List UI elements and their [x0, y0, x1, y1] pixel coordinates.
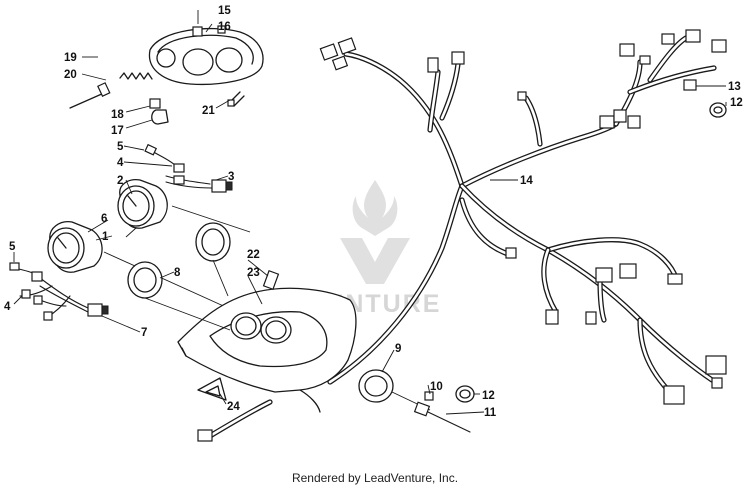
callout-24: 24 [227, 401, 240, 413]
retaining-ring-upper [709, 102, 727, 118]
callout-12-lower: 12 [482, 390, 495, 402]
harness-connectors [319, 29, 727, 405]
render-credit: Rendered by LeadVenture, Inc. [291, 471, 459, 485]
callout-11: 11 [484, 407, 497, 419]
bulb-sockets [149, 91, 245, 125]
warning-label [197, 377, 227, 401]
callout-19: 19 [64, 52, 77, 64]
ignition-key-cable [413, 401, 471, 433]
callout-18: 18 [111, 109, 124, 121]
callout-4-lower: 4 [4, 301, 11, 313]
dash-sub-harness [197, 399, 273, 442]
instrument-cluster-housing [148, 25, 264, 86]
callout-15: 15 [218, 5, 231, 17]
callout-1: 1 [102, 231, 109, 243]
speedometer-gauge [117, 179, 251, 233]
callout-5-lower: 5 [9, 241, 16, 253]
callout-21: 21 [202, 105, 215, 117]
callout-20: 20 [64, 69, 77, 81]
gauge-pigtail-top [144, 143, 233, 193]
callout-13: 13 [728, 81, 741, 93]
callout-5-upper: 5 [117, 141, 124, 153]
callout-labels: 15 16 19 20 18 17 21 5 4 3 2 6 1 5 4 7 8… [4, 5, 743, 419]
leadventure-flame-logo-icon [340, 180, 410, 284]
spring-and-screw [69, 72, 153, 109]
callout-4-upper: 4 [117, 157, 124, 169]
callout-10: 10 [430, 381, 443, 393]
tachometer-gauge [47, 221, 251, 319]
callout-leaders [13, 10, 727, 415]
dash-panel [177, 270, 357, 413]
callout-16: 16 [218, 21, 231, 33]
callout-2: 2 [117, 175, 123, 187]
gauge-pigtail-bottom [9, 262, 109, 321]
callout-8: 8 [174, 267, 181, 279]
nut [424, 391, 434, 401]
callout-6: 6 [101, 213, 107, 225]
callout-3: 3 [228, 171, 234, 183]
main-wiring-harness [327, 35, 717, 393]
callout-9: 9 [395, 343, 401, 355]
callout-7: 7 [141, 327, 147, 339]
callout-12-upper: 12 [730, 97, 743, 109]
retaining-ring-lower [455, 385, 475, 403]
callout-23: 23 [247, 267, 260, 279]
callout-22: 22 [247, 249, 260, 261]
callout-14: 14 [520, 175, 533, 187]
callout-17: 17 [111, 125, 124, 137]
gauge-ring-lower [127, 261, 163, 299]
gauge-ring-upper [195, 222, 231, 262]
